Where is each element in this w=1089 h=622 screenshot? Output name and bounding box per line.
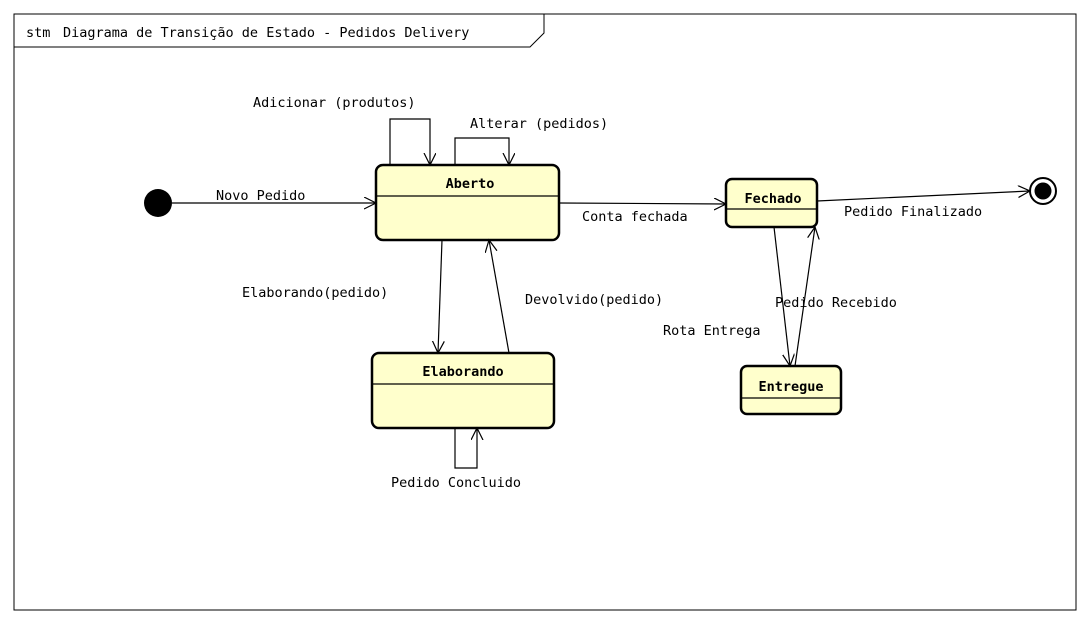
transition-devolvido-label: Devolvido(pedido) [525, 292, 663, 308]
state-elaborando[interactable]: Elaborando [370, 351, 556, 430]
state-entregue[interactable]: Entregue [739, 364, 843, 416]
transition-elaborando-pedido[interactable]: Elaborando(pedido) [242, 239, 442, 353]
transition-pedido-concluido[interactable]: Pedido Concluido [391, 428, 521, 491]
transition-pedido-recebido-label: Pedido Recebido [775, 295, 897, 311]
state-fechado[interactable]: Fechado [724, 177, 819, 229]
transition-elaborando-pedido-label: Elaborando(pedido) [242, 285, 388, 301]
transition-rota-entrega-label: Rota Entrega [663, 323, 761, 339]
transition-alterar-label: Alterar (pedidos) [470, 116, 608, 132]
transition-devolvido-pedido[interactable]: Devolvido(pedido) [489, 240, 663, 354]
transition-conta-fechada-label: Conta fechada [582, 209, 688, 225]
initial-state[interactable] [144, 189, 172, 217]
transition-adicionar-produtos[interactable]: Adicionar (produtos) [253, 95, 430, 165]
state-aberto-label: Aberto [446, 176, 495, 192]
transition-pedido-finalizado[interactable]: Pedido Finalizado [816, 191, 1030, 220]
transition-novo-pedido-label: Novo Pedido [216, 188, 305, 204]
frame-title: Diagrama de Transição de Estado - Pedido… [63, 25, 469, 41]
transition-novo-pedido[interactable]: Novo Pedido [172, 188, 376, 204]
diagram-frame: stm Diagrama de Transição de Estado - Pe… [13, 13, 1077, 611]
transition-rota-entrega[interactable]: Rota Entrega [663, 226, 790, 366]
frame-keyword: stm [26, 25, 50, 41]
state-elaborando-label: Elaborando [422, 364, 503, 380]
transition-alterar-pedidos[interactable]: Alterar (pedidos) [454, 116, 608, 165]
state-entregue-label: Entregue [758, 379, 823, 395]
transition-conta-fechada[interactable]: Conta fechada [558, 203, 726, 225]
state-fechado-label: Fechado [745, 191, 802, 207]
transition-adicionar-label: Adicionar (produtos) [253, 95, 416, 111]
transition-pedido-finalizado-label: Pedido Finalizado [844, 204, 982, 220]
final-state[interactable] [1029, 177, 1057, 205]
transition-pedido-recebido[interactable]: Pedido Recebido [775, 227, 897, 367]
transition-pedido-concluido-label: Pedido Concluido [391, 475, 521, 491]
state-aberto[interactable]: Aberto [374, 163, 561, 242]
